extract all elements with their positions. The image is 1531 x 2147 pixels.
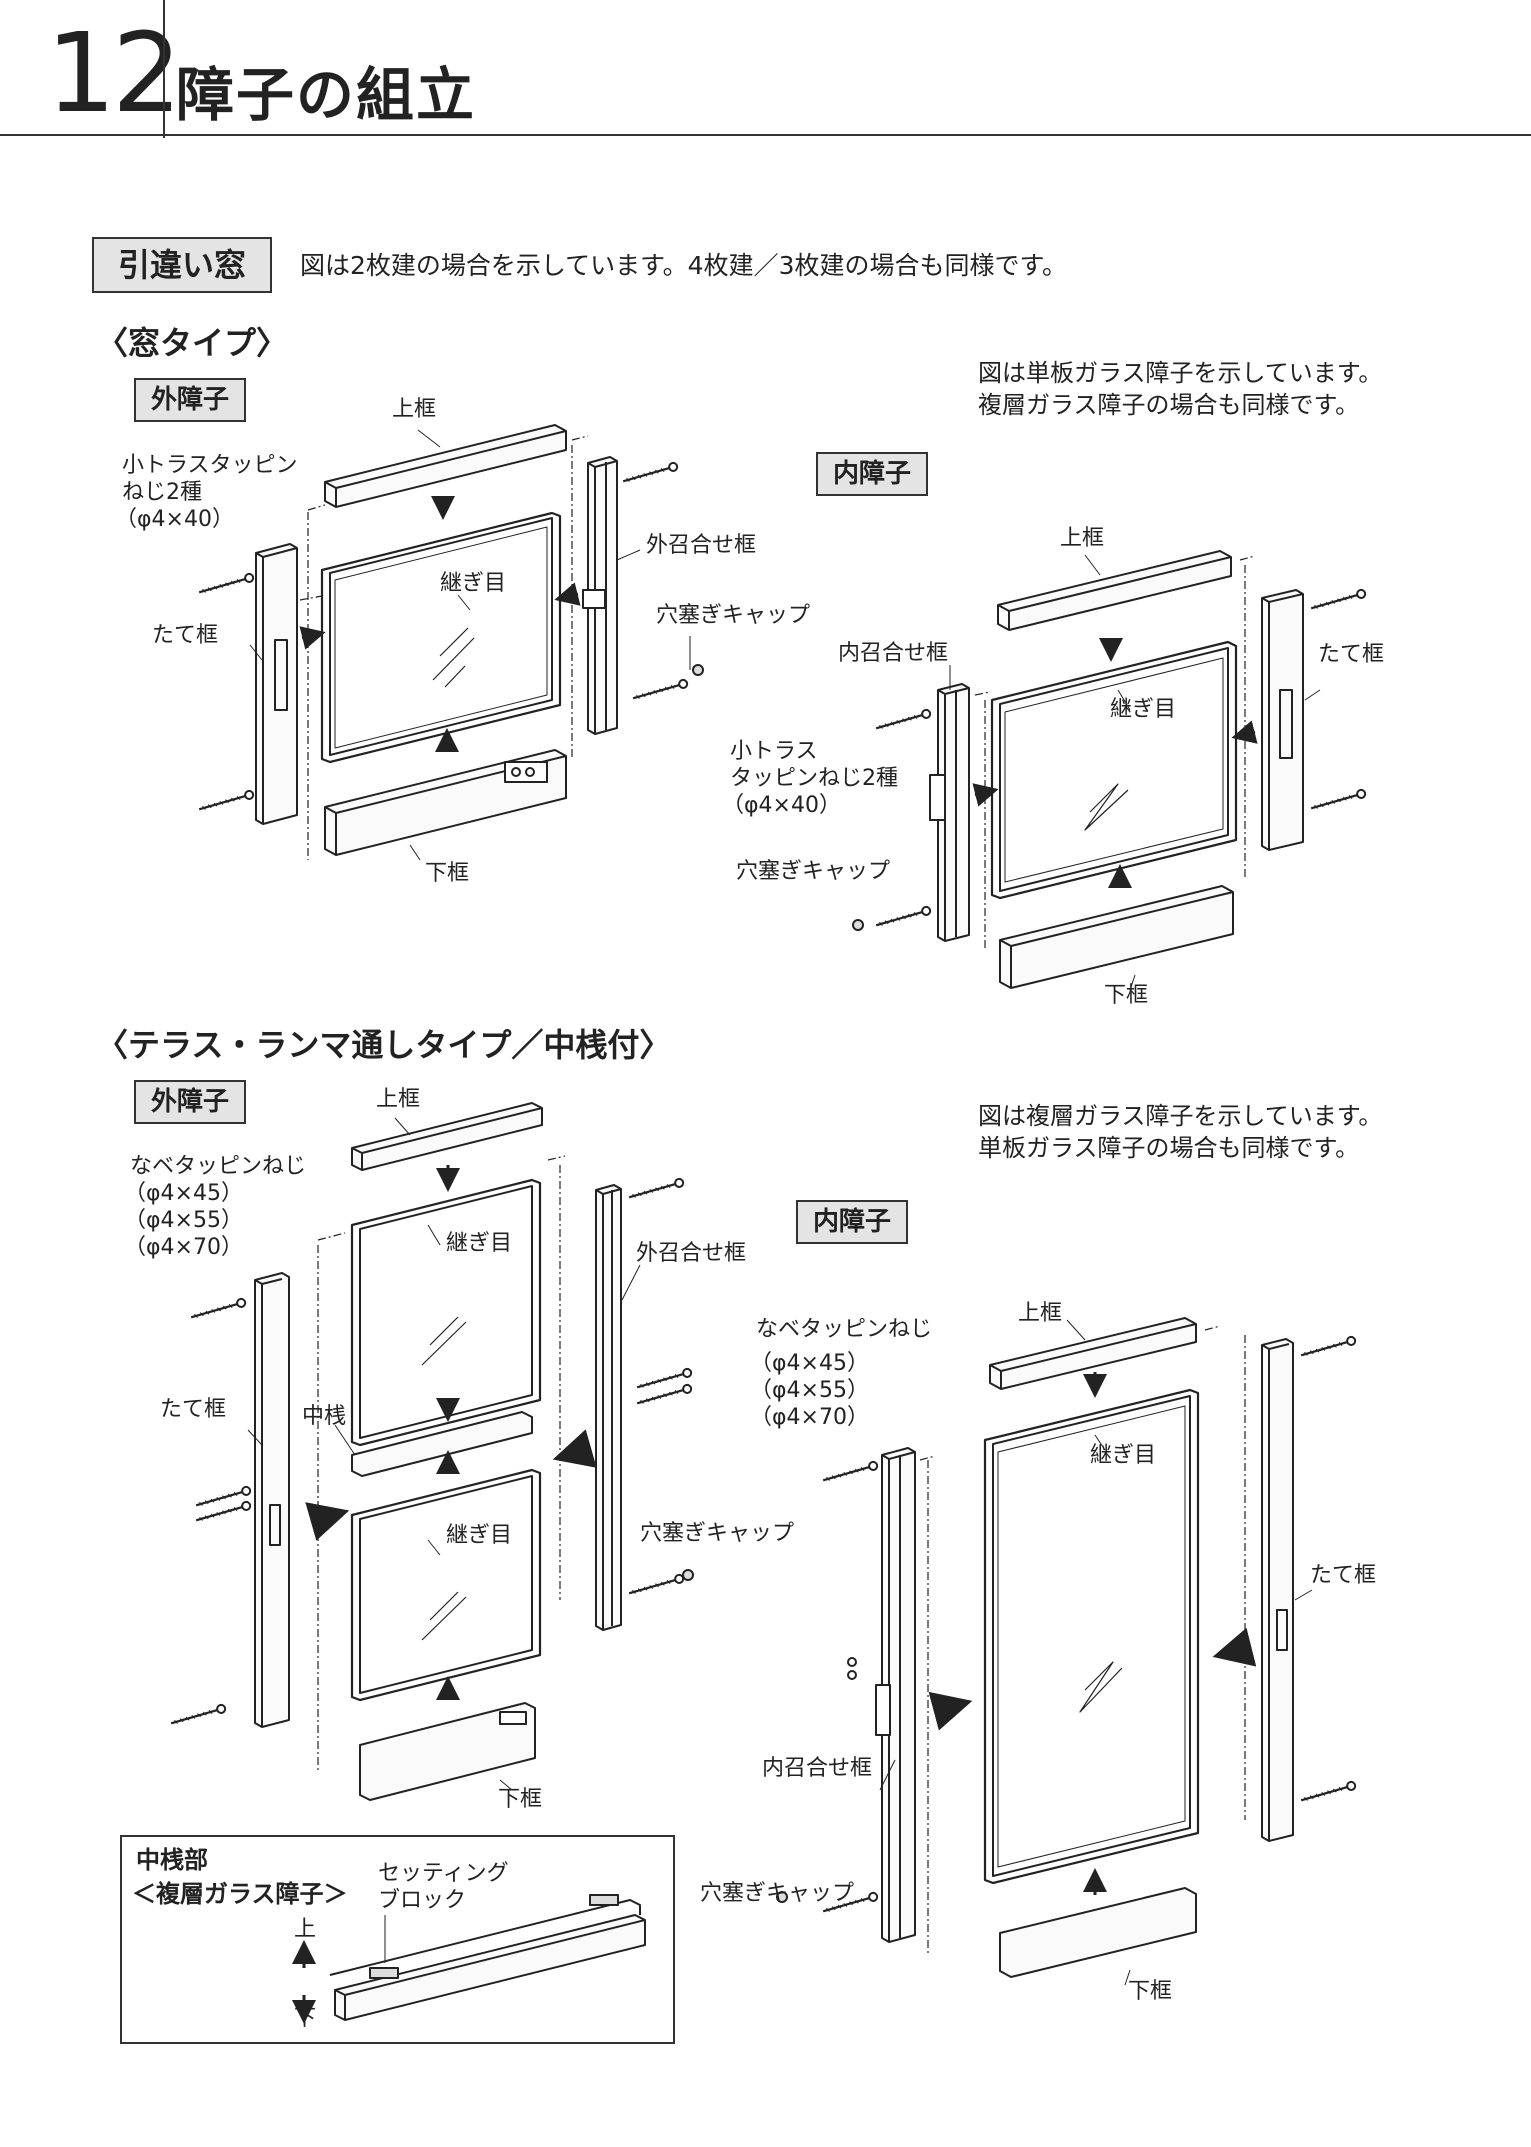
note-win-2: 複層ガラス障子の場合も同様です。 [978,391,1360,419]
lbl-terrace-inner-side-stile: たて框 [1310,1563,1377,1588]
inset-down: 下 [294,2006,317,2031]
lbl-win-outer-bottom-frame: 下框 [425,861,470,886]
lbl-win-outer-cap: 穴塞ぎキャップ [656,603,811,628]
lbl-win-inner-bottom-frame: 下框 [1104,983,1149,1008]
note-win-1: 図は単板ガラス障子を示しています。 [978,359,1383,387]
lbl-win-outer-screw-1: 小トラスタッピン [122,453,298,478]
lbl-terrace-outer-meeting-stile: 外召合せ框 [636,1241,747,1266]
lbl-terrace-outer-seam-lower: 継ぎ目 [446,1523,513,1548]
lbl-terrace-outer-screw-4: （φ4×70） [124,1235,243,1260]
lbl-terrace-inner-screw-4: （φ4×70） [750,1405,869,1430]
lbl-terrace-outer-screw-1: なベタッピンねじ [130,1154,307,1179]
section-window-type: 〈窓タイプ〉 [96,324,289,362]
lbl-win-inner-screw-3: （φ4×40） [722,793,841,818]
note-terrace-2: 単板ガラス障子の場合も同様です。 [978,1134,1360,1162]
lbl-win-inner-screw-1: 小トラス [730,739,818,764]
section-number: 12 [46,9,182,137]
lbl-terrace-outer-seam-upper: 継ぎ目 [446,1231,513,1256]
lbl-terrace-inner-screw-2: （φ4×45） [750,1351,869,1376]
lbl-terrace-outer-top-frame: 上框 [376,1087,421,1112]
lbl-terrace-inner-bottom-frame: 下框 [1128,1979,1173,2004]
lbl-win-inner-seam: 継ぎ目 [1110,697,1177,722]
note-terrace-1: 図は複層ガラス障子を示しています。 [978,1102,1383,1130]
lbl-win-inner-meeting-stile: 内召合せ框 [838,641,949,666]
terrace-inner-diagram [875,1317,1313,1986]
inset-block-2: ブロック [378,1888,467,1913]
header-divider-horizontal [0,134,1531,136]
lbl-terrace-inner-cap: 穴塞ぎキャップ [700,1881,855,1906]
lbl-win-outer-meeting-stile: 外召合せ框 [646,533,757,558]
lbl-terrace-inner-meeting-stile: 内召合せ框 [762,1756,873,1781]
lbl-terrace-outer-cap: 穴塞ぎキャップ [640,1521,795,1546]
win-outer-diagram [249,424,691,861]
tag-win-inner: 内障子 [816,452,928,496]
lbl-terrace-inner-screw-1: なベタッピンねじ [756,1317,933,1342]
lbl-win-inner-side-stile: たて框 [1318,642,1385,667]
lbl-terrace-outer-screw-2: （φ4×45） [124,1181,243,1206]
lbl-terrace-outer-side-stile: たて框 [160,1397,227,1422]
win-inner-diagram [929,550,1321,991]
lbl-terrace-outer-screw-3: （φ4×55） [124,1208,243,1233]
lbl-terrace-outer-mid-rail: 中桟 [302,1404,347,1429]
intro-text: 図は2枚建の場合を示しています。4枚建／3枚建の場合も同様です。 [300,251,1067,280]
window-kind-tag: 引違い窓 [92,237,272,293]
inset-box [120,1835,675,2044]
lbl-terrace-inner-screw-3: （φ4×55） [750,1378,869,1403]
tag-terrace-inner: 内障子 [796,1200,908,1244]
inset-title: 中桟部 [136,1846,208,1874]
header-divider-vertical [163,0,165,138]
lbl-win-outer-screw-3: （φ4×40） [115,507,234,532]
section-terrace-type: 〈テラス・ランマ通しタイプ／中桟付〉 [96,1026,672,1064]
lbl-win-outer-side-stile: たて框 [152,623,219,648]
lbl-win-outer-seam: 継ぎ目 [440,571,507,596]
lbl-win-inner-cap: 穴塞ぎキャップ [736,859,891,884]
inset-diagram [292,1894,646,2024]
lbl-win-outer-screw-2: ねじ2種 [122,480,202,505]
lbl-win-inner-top-frame: 上框 [1060,526,1105,551]
tag-terrace-outer: 外障子 [134,1080,246,1124]
terrace-outer-diagram [247,1102,641,1801]
lbl-win-outer-top-frame: 上框 [392,397,437,422]
inset-block-1: セッティング [378,1861,509,1886]
lbl-terrace-outer-bottom-frame: 下框 [498,1787,543,1812]
tag-win-outer: 外障子 [134,378,246,422]
lbl-terrace-inner-top-frame: 上框 [1018,1301,1063,1326]
lbl-win-inner-screw-2: タッピンねじ2種 [730,766,898,791]
inset-subtitle: ＜複層ガラス障子＞ [132,1880,348,1908]
inset-up: 上 [294,1917,317,1942]
page-title: 障子の組立 [176,61,477,129]
lbl-terrace-inner-seam: 継ぎ目 [1090,1443,1157,1468]
